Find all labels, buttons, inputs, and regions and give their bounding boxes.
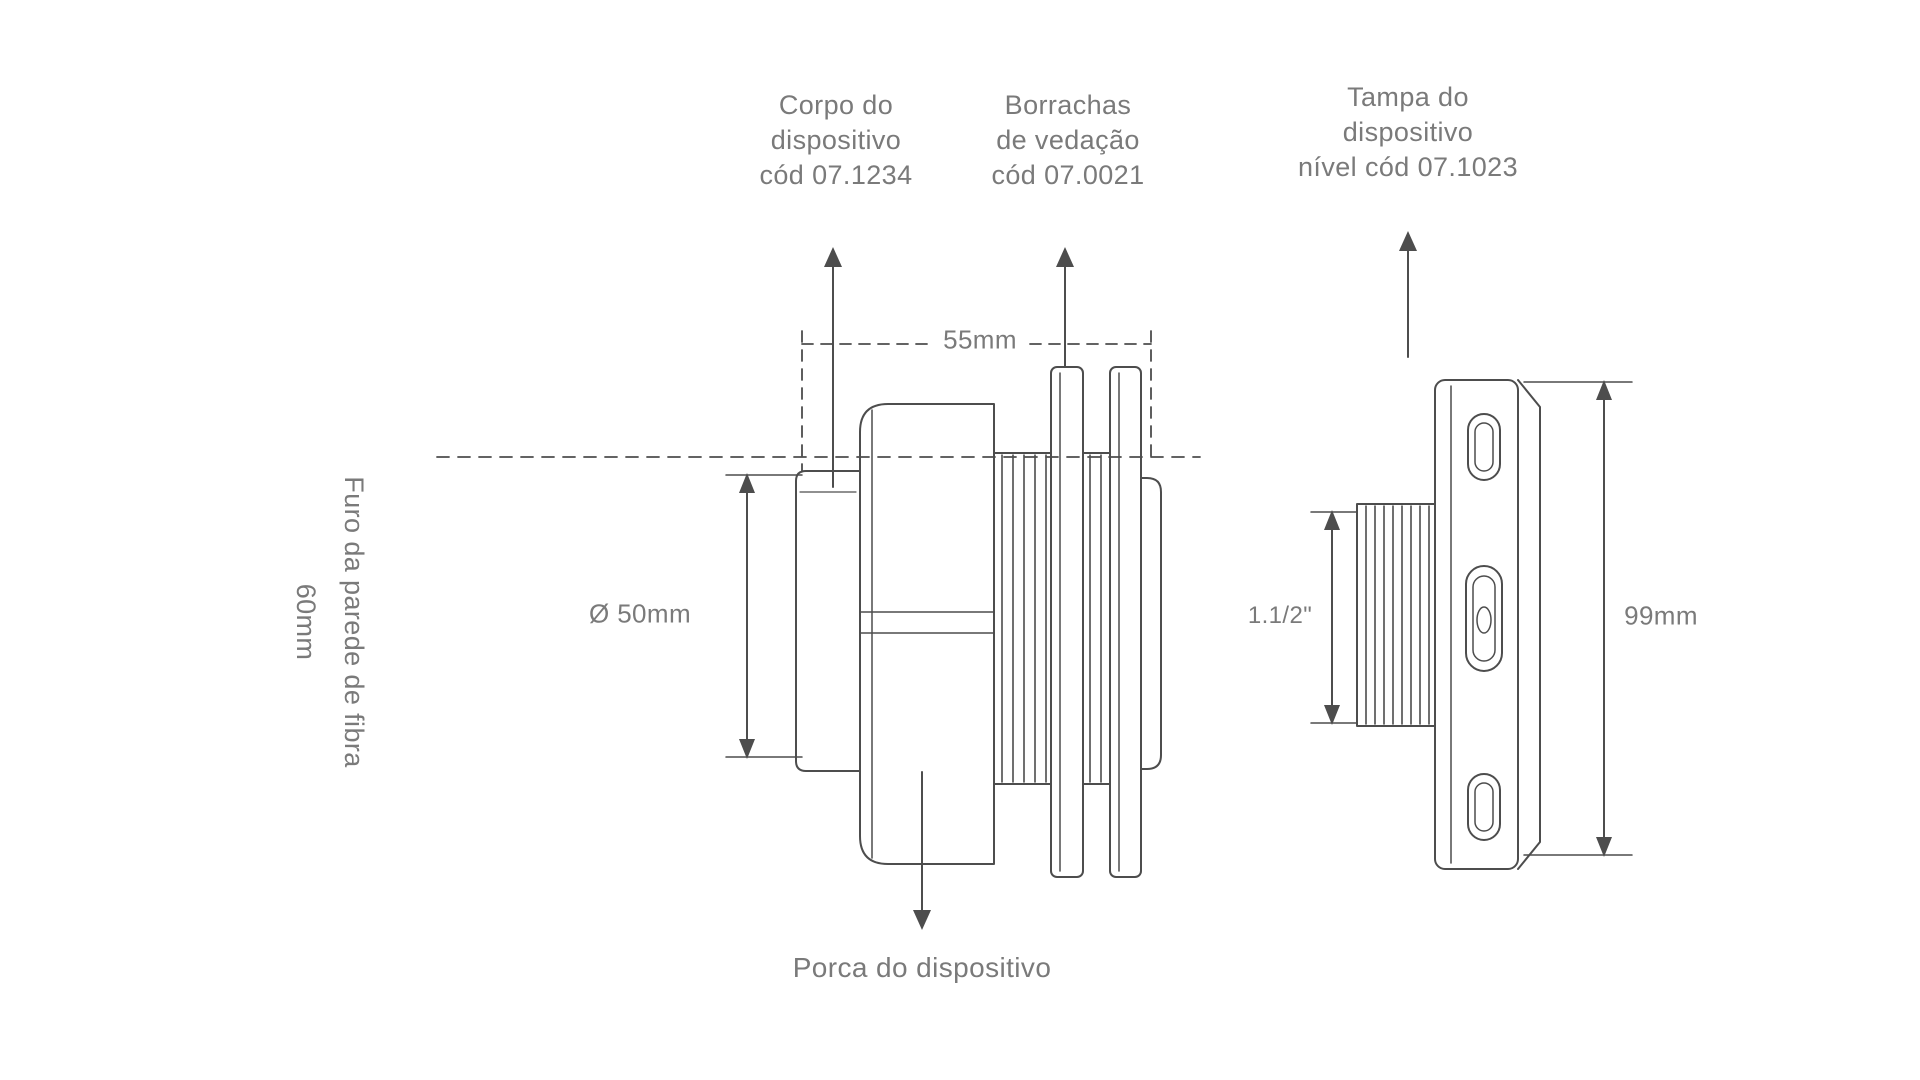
arrow-porca (913, 771, 931, 930)
arrow-tampa (1399, 231, 1417, 358)
arrow-corpo (824, 247, 842, 488)
dim-cover-height (1523, 380, 1633, 857)
label-tampa-line1: Tampa do (1347, 82, 1469, 112)
dim-thread-size (1310, 510, 1358, 725)
label-borrachas: Borrachas de vedação cód 07.0021 (918, 88, 1218, 193)
label-porca: Porca do dispositivo (792, 952, 1052, 983)
label-borrachas-line2: de vedação (996, 125, 1140, 155)
cover-thread (1356, 503, 1436, 727)
dim-cover-height-label: 99mm (1624, 600, 1698, 631)
end-cap (1140, 477, 1162, 770)
dim-hole-diameter-label: Ø 50mm (588, 598, 692, 629)
label-furo-line1: Furo da parede de fibra (339, 476, 369, 768)
dim-hole-diameter (725, 473, 803, 759)
seal-1 (1050, 366, 1084, 878)
label-corpo-line2: dispositivo (770, 125, 902, 155)
label-corpo: Corpo do dispositivo cód 07.1234 (686, 88, 986, 193)
label-corpo-line3: cód 07.1234 (759, 160, 913, 190)
label-furo-line2: 60mm (291, 583, 321, 661)
label-tampa: Tampa do dispositivo nível cód 07.1023 (1248, 80, 1568, 185)
seal-2 (1109, 366, 1142, 878)
cover-slots (1465, 413, 1503, 841)
dim-top-width-label: 55mm (933, 324, 1027, 356)
arrow-borrachas (1056, 247, 1074, 368)
label-furo-parede: Furo da parede de fibra 60mm (282, 422, 378, 822)
label-tampa-line2: dispositivo (1342, 117, 1474, 147)
label-borrachas-line1: Borrachas (1004, 90, 1132, 120)
device-body (859, 403, 995, 865)
dim-thread-size-label: 1.1/2" (1247, 602, 1313, 629)
label-tampa-line3: nível cód 07.1023 (1298, 152, 1518, 182)
label-corpo-line1: Corpo do (778, 90, 894, 120)
label-borrachas-line3: cód 07.0021 (991, 160, 1145, 190)
device-front-face (795, 470, 861, 772)
